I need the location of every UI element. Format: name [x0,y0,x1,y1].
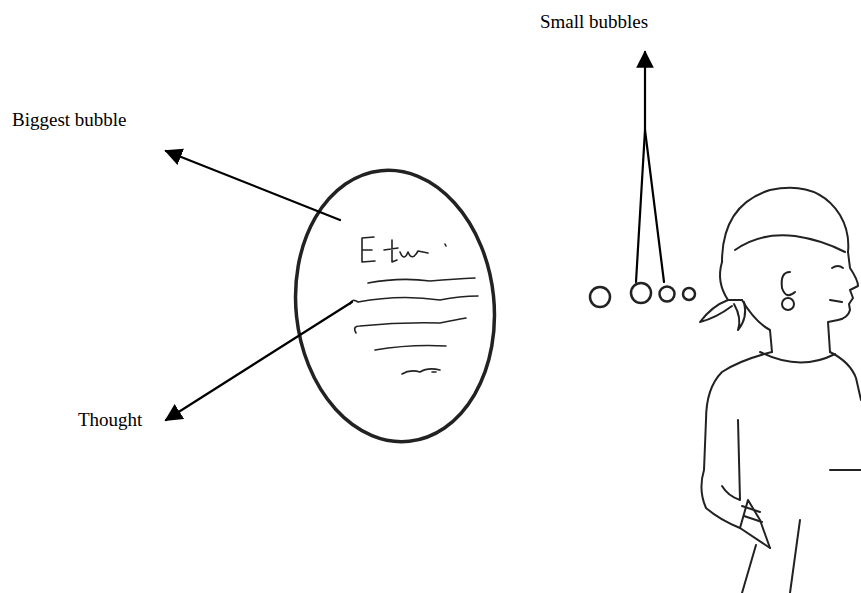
small-bubble [660,287,675,302]
callout-label: Thought [78,410,142,431]
callout-label: Small bubbles [540,12,648,33]
small-bubble [631,283,651,303]
thought-bubble [282,160,507,451]
scribble [350,237,478,374]
small-bubble [683,288,695,300]
woman-figure [700,188,861,593]
callout-label: Biggest bubble [12,110,127,131]
leader-line [166,52,664,420]
bubble-knob [590,287,610,307]
